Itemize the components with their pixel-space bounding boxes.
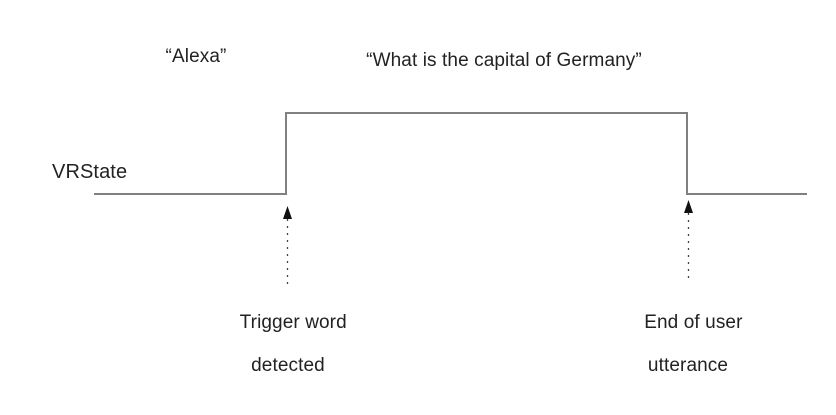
event-label-trigger-line2: detected [251,354,325,376]
trigger-detected-annotation-arrow [283,206,292,284]
caption-trigger-word: “Alexa” [165,46,227,67]
event-label-end-of-user-utterance: End of user utterance [633,291,742,397]
vrstate-waveform [93,111,808,196]
caption-user-utterance: “What is the capital of Germany” [366,50,642,71]
event-label-end-line2: utterance [647,354,729,376]
signal-name-label: VRState [52,161,128,183]
event-label-trigger-word-detected: Trigger word detected [229,291,347,397]
event-label-end-line1: End of user [644,312,743,334]
utterance-end-annotation-arrow [684,200,693,278]
trigger-detected-arrowhead [283,206,292,219]
utterance-end-arrowhead [684,200,693,213]
event-label-trigger-line1: Trigger word [239,312,347,334]
